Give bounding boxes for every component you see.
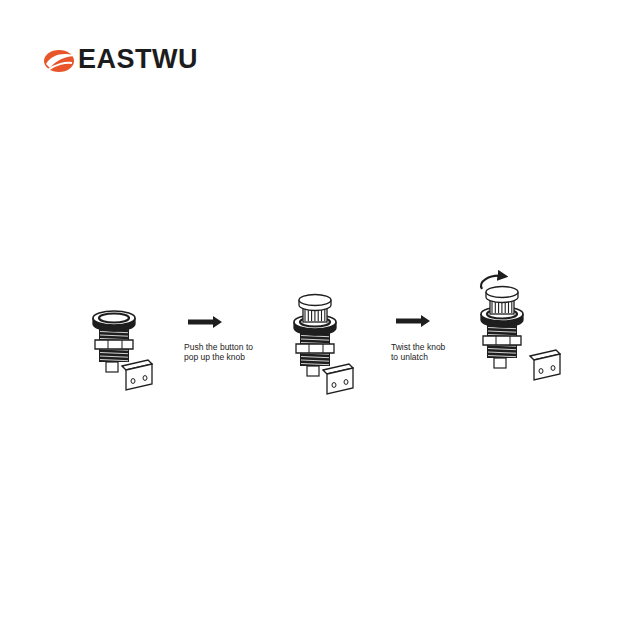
rotation-arrow: [481, 276, 503, 289]
step-arrow: [188, 316, 222, 328]
step-caption: Push the button to pop up the knob: [184, 343, 276, 363]
step-arrow: [396, 315, 430, 327]
step-caption: Twist the knob to unlatch: [391, 343, 483, 363]
knob: [299, 295, 331, 323]
latch-figure: [294, 295, 353, 395]
cam-bracket: [530, 350, 560, 380]
knob: [486, 287, 518, 315]
latch-figure: [481, 276, 560, 380]
cam-bracket: [323, 364, 353, 394]
logo-icon: [44, 50, 76, 72]
cam-bracket: [122, 360, 152, 390]
latch-figure: [93, 311, 152, 390]
brand-logo: EASTWU: [78, 44, 198, 75]
